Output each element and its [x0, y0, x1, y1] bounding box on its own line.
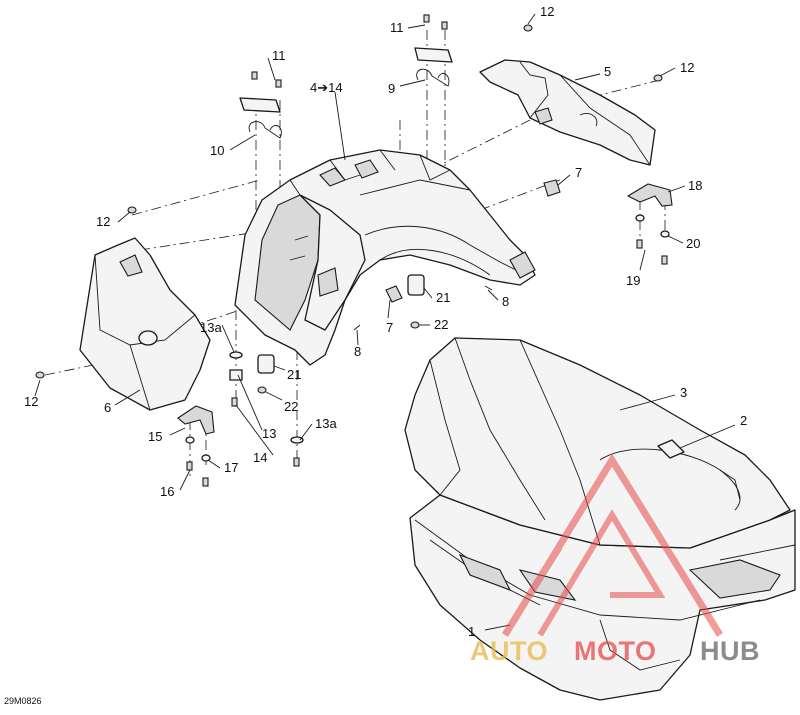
left-side-cover — [79, 237, 211, 411]
callout-12-right: 12 — [680, 60, 694, 75]
bracket-18 — [626, 183, 673, 207]
callout-22-left: 22 — [284, 399, 298, 414]
callout-7-upper: 7 — [575, 165, 582, 180]
watermark-text: AUTO MOTO HUB — [470, 636, 760, 666]
callout-3: 3 — [680, 385, 687, 400]
callout-13a-upper: 13a — [200, 320, 222, 335]
watermark-triangle-inner — [537, 509, 666, 637]
watermark-logo — [502, 453, 723, 637]
callout-12-top: 12 — [540, 4, 554, 19]
callout-22-right: 22 — [434, 317, 448, 332]
document-number: 29M0826 — [4, 696, 42, 706]
callout-12-left: 12 — [96, 214, 110, 229]
callout-9: 9 — [388, 81, 395, 96]
watermark-word-auto: AUTO — [470, 636, 548, 666]
callout-11-right: 11 — [390, 20, 404, 35]
watermark-word-moto: MOTO — [574, 636, 657, 666]
callout-20: 20 — [686, 236, 700, 251]
watermark-triangle-left — [502, 546, 563, 637]
callout-11-left: 11 — [272, 48, 286, 63]
rear-body-frame — [234, 149, 536, 366]
bracket-15 — [177, 405, 215, 435]
callout-5: 5 — [604, 64, 611, 79]
callout-16: 16 — [160, 484, 174, 499]
upper-right-cover — [479, 59, 656, 166]
callout-2: 2 — [740, 413, 747, 428]
callout-10: 10 — [210, 143, 224, 158]
callout-17: 17 — [224, 460, 238, 475]
callout-13: 13 — [262, 426, 276, 441]
callout-6: 6 — [104, 400, 111, 415]
callout-21-left: 21 — [287, 367, 301, 382]
callout-13a-lower: 13a — [315, 416, 337, 431]
callout-4-to-14: 4➔14 — [310, 80, 343, 95]
callout-1: 1 — [468, 624, 475, 639]
callout-18: 18 — [688, 178, 702, 193]
callout-19: 19 — [626, 273, 640, 288]
hardware — [35, 14, 670, 487]
leader-lines — [34, 13, 736, 631]
callout-7-lower: 7 — [386, 320, 393, 335]
callout-8-right: 8 — [502, 294, 509, 309]
callout-21-right: 21 — [436, 290, 450, 305]
callout-8-left: 8 — [354, 344, 361, 359]
callout-labels: 1 2 3 4➔14 5 6 7 7 8 8 9 10 11 11 12 12 … — [24, 4, 747, 639]
callout-12-bottom-left: 12 — [24, 394, 38, 409]
callout-15: 15 — [148, 429, 162, 444]
seat-assembly — [404, 337, 796, 701]
watermark-word-hub: HUB — [700, 636, 760, 666]
callout-14: 14 — [253, 450, 267, 465]
